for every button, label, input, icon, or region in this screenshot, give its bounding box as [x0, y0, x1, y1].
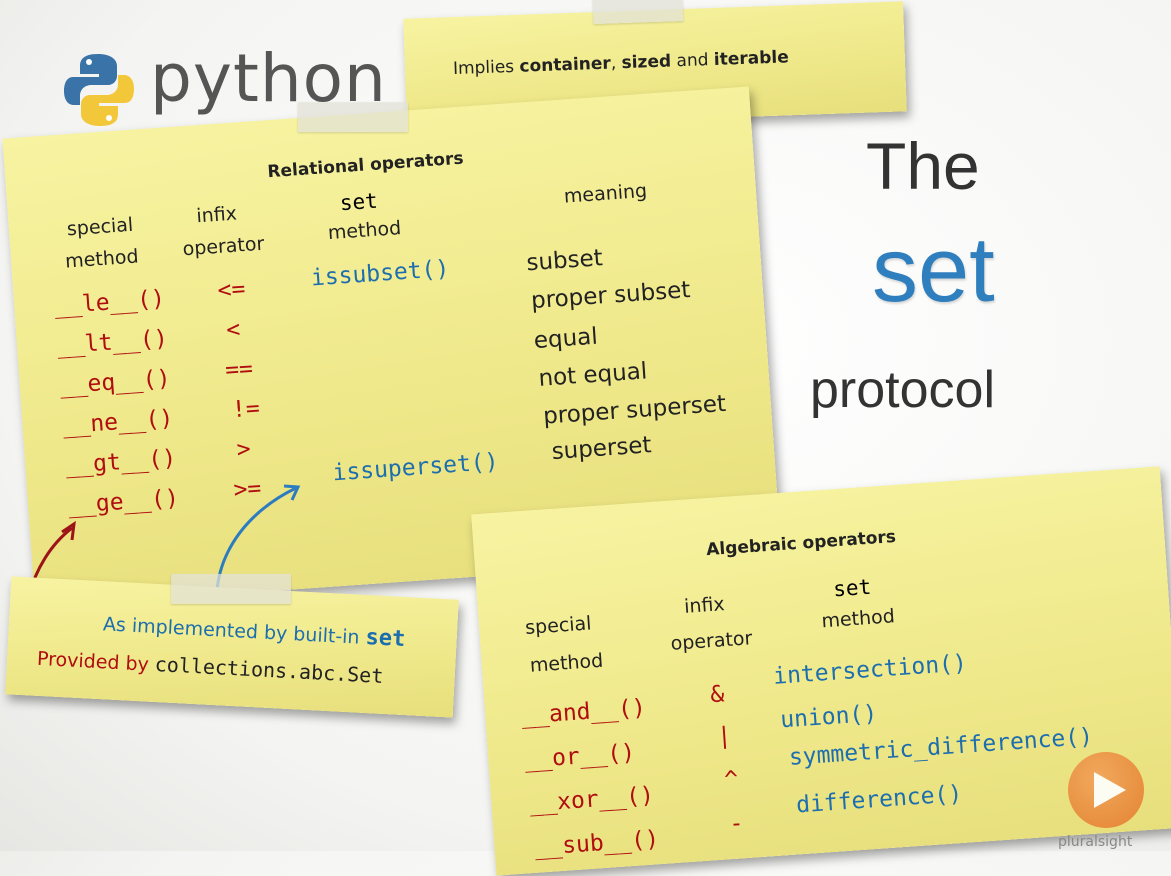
col-infix-1: infix — [683, 593, 726, 618]
title-set: set — [872, 219, 995, 321]
col-set-2: method — [820, 605, 896, 633]
method-difference: difference() — [795, 780, 963, 819]
tape — [171, 573, 292, 604]
special-or: __or__() — [523, 739, 636, 774]
method-union: union() — [779, 700, 878, 734]
col-special-2: method — [529, 649, 604, 677]
algebraic-header: Algebraic operators — [705, 526, 897, 561]
method-intersection: intersection() — [772, 650, 968, 690]
col-special-1: special — [524, 612, 593, 639]
pluralsight-watermark: pluralsight — [1058, 834, 1133, 850]
provenance-note: As implemented by built-in set Provided … — [5, 573, 459, 718]
play-button[interactable] — [1068, 752, 1144, 828]
implemented-by-text: As implemented by built-in set — [102, 613, 406, 653]
col-set-1: set — [832, 574, 873, 602]
special-sub: __sub__() — [533, 826, 660, 861]
provided-by-text: Provided by collections.abc.Set — [36, 647, 384, 688]
op-xor: ^ — [723, 766, 740, 794]
col-infix-2: operator — [669, 627, 754, 655]
title-protocol: protocol — [810, 361, 995, 419]
op-sub: - — [728, 810, 745, 838]
play-icon — [1094, 772, 1126, 808]
algebraic-operators-note: Algebraic operators special method infix… — [471, 466, 1171, 876]
op-and: & — [709, 681, 726, 709]
method-symmetric-difference: symmetric_difference() — [788, 723, 1094, 771]
title-the: The — [866, 129, 980, 203]
op-or: | — [716, 722, 733, 750]
python-logo-icon — [64, 54, 134, 126]
special-xor: __xor__() — [528, 782, 655, 818]
special-and: __and__() — [520, 694, 647, 730]
